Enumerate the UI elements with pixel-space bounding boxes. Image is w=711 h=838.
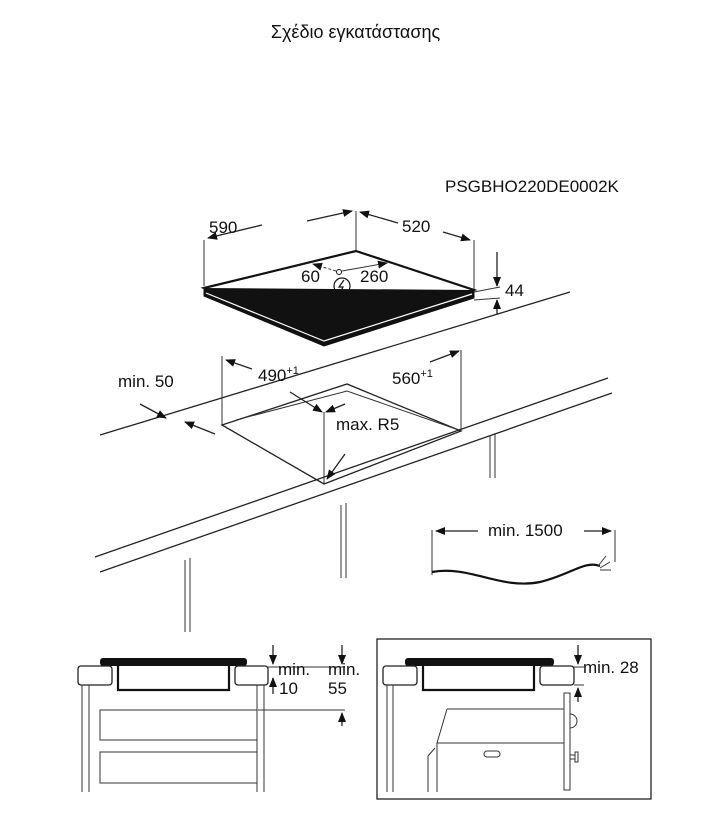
section-drawer-drawing [77,645,346,792]
hob-width-label: 590 [209,218,237,237]
diagram-title: Σχέδιο εγκατάστασης [270,22,441,42]
hob-height-label: 44 [505,281,524,300]
model-code: PSGBHO220DE0002K [445,177,620,196]
corner-radius-label: max. R5 [336,415,399,434]
hob-depth-label: 520 [402,217,430,236]
min-10-label-a: min. [278,660,310,679]
min-28-label: min. 28 [583,658,639,677]
cable-drawing [431,527,616,588]
cable-min-length-label: min. 1500 [488,521,563,540]
connection-right-label: 260 [360,267,388,286]
cutout-width-label: 490+1 [258,365,299,385]
lightning-circle-icon [333,277,351,295]
min-55-label-b: 55 [328,679,347,698]
min-55-label-a: min. [328,660,360,679]
hob-drawing [200,209,501,347]
section-oven-drawing [376,638,652,800]
min-edge-distance-label: min. 50 [118,372,174,391]
countertop-drawing [94,291,613,632]
cutout-depth-label: 560+1 [392,368,433,388]
connection-left-label: 60 [301,267,320,286]
min-10-label-b: 10 [279,679,298,698]
